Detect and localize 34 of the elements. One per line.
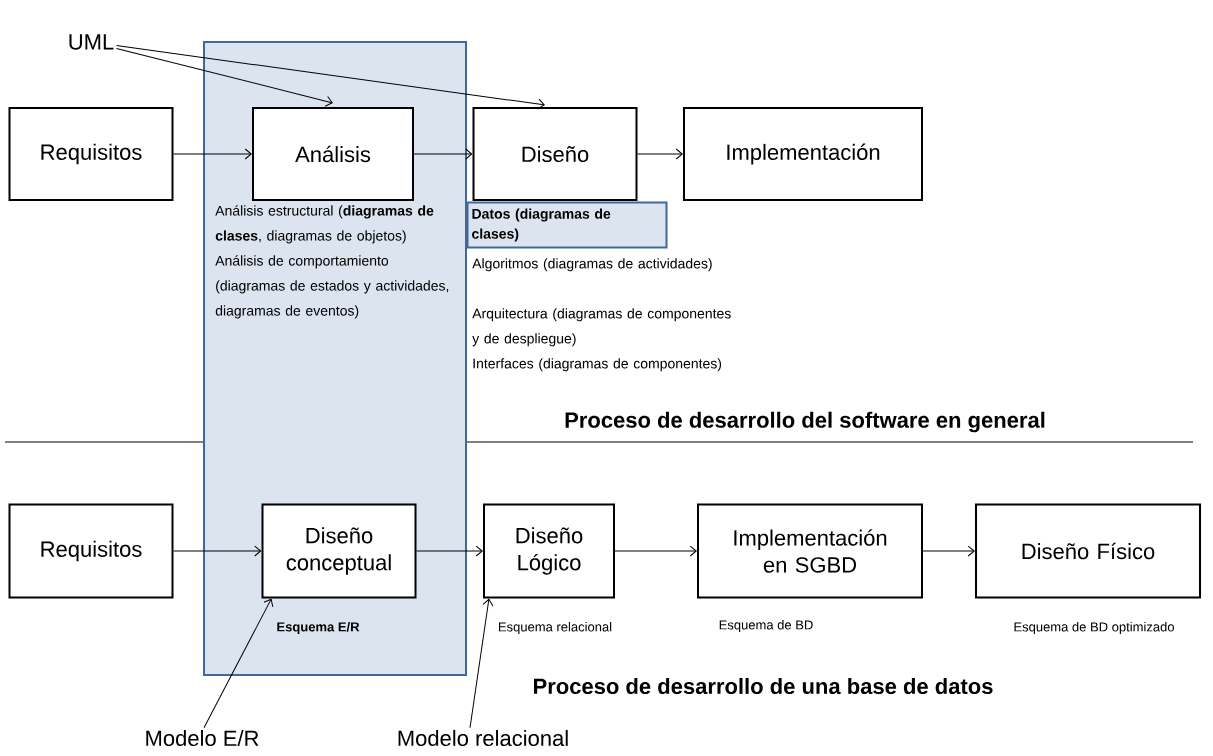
annotation-text: Análisis de comportamiento (diagramas de estados y actividades, diagramas de eventos) [215, 255, 449, 319]
arrow [614, 545, 697, 557]
process-box: Requisitos [8, 107, 174, 201]
text-label: Modelo E/R [146, 729, 259, 747]
annotation-text: Esquema E/R [277, 621, 360, 635]
annotation-text: Arquitectura (diagramas de componentes y de despliegue) [472, 308, 731, 347]
arrow [637, 148, 683, 160]
annotation-text: Esquema relacional [499, 621, 612, 635]
process-box: Requisitos [8, 503, 174, 599]
arrow [416, 545, 483, 557]
arrow [115, 47, 333, 107]
section-title: Proceso de desarrollo de una base de datos [534, 677, 993, 695]
arrow [922, 545, 975, 557]
annotation-text: Análisis estructural (diagramas de clases, diagramas de objetos) [215, 205, 434, 244]
text-label: UML [69, 34, 114, 50]
annotation-text: Esquema de BD optimizado [1014, 621, 1174, 635]
process-box: Diseño Físico [975, 503, 1201, 599]
process-box: Diseño conceptual [261, 503, 417, 599]
text-label: Modelo relacional [398, 729, 568, 747]
annotation-text: Esquema de BD [719, 619, 813, 633]
arrow [115, 45, 545, 110]
arrow [203, 598, 274, 729]
section-title: Proceso de desarrollo del software en general [565, 411, 1045, 433]
highlight-box: Datos (diagramas de clases) [466, 201, 668, 249]
process-box: Diseño Lógico [483, 503, 615, 599]
annotation-text: Interfaces (diagramas de componentes) [473, 358, 722, 372]
arrow [413, 148, 473, 160]
process-box: Implementación en SGBD [697, 503, 923, 599]
process-box: Diseño [472, 107, 638, 201]
process-box: Implementación [683, 107, 923, 201]
arrow [173, 545, 262, 557]
arrow [173, 148, 252, 160]
arrow [469, 598, 494, 729]
process-box: Análisis [252, 107, 414, 201]
